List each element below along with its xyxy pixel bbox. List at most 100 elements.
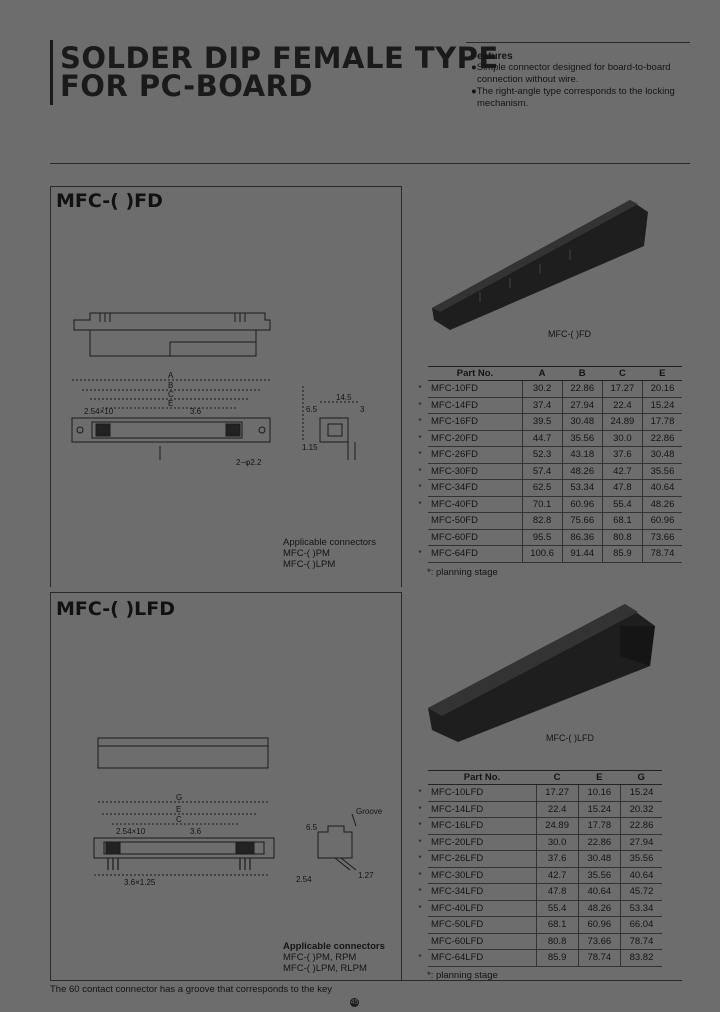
dim-label-groove: Groove	[356, 807, 383, 816]
part-number: MFC-50FD	[428, 512, 522, 530]
features-rule	[466, 42, 690, 43]
dimension-value: 60.96	[577, 916, 621, 934]
planning-star: *	[418, 804, 422, 814]
col-header: Part No.	[428, 770, 536, 785]
dimension-value: 24.89	[601, 413, 643, 431]
part-number: MFC-64FD	[428, 545, 522, 563]
dimension-value: 70.1	[521, 496, 563, 513]
fd-drawing: A B C E 2.54×10 3.6 2−φ2.2 14.5 6.5 3 1.…	[71, 312, 365, 467]
lfd-end-view	[317, 825, 353, 859]
planning-star: *	[418, 953, 422, 963]
fd-side-view-top	[73, 312, 271, 331]
dimension-value: 37.6	[535, 850, 579, 868]
part-number: MFC-50LFD	[428, 916, 536, 934]
planning-star: *	[418, 887, 422, 897]
dimension-value: 47.8	[535, 883, 579, 901]
dimension-value: 37.6	[601, 446, 643, 464]
dimension-value: 35.56	[619, 850, 662, 868]
dimension-value: 42.7	[535, 867, 579, 884]
dimension-value: 85.9	[535, 949, 579, 967]
planning-star	[412, 513, 428, 530]
planning-star: *	[418, 450, 422, 460]
dim-label-115: 1.15	[302, 443, 318, 452]
fd-section-title: MFC-( )FD	[56, 190, 163, 212]
planning-star: *	[418, 788, 422, 798]
dimension-value: 30.48	[577, 850, 621, 868]
col-header: B	[562, 366, 603, 381]
fd-end-view	[319, 417, 349, 443]
dimension-value: 35.56	[561, 430, 603, 447]
dim-label-145: 14.5	[336, 393, 352, 402]
dimension-value: 47.8	[601, 479, 643, 497]
dim-label-36: 3.6	[190, 407, 202, 416]
part-number: MFC-16FD	[428, 413, 522, 431]
dimension-value: 80.8	[601, 529, 643, 546]
fd-applicable-heading: Applicable connectors	[283, 537, 376, 548]
header-divider	[50, 163, 690, 164]
dimension-value: 17.27	[601, 380, 643, 398]
lfd-drawing: G E C 2.54×10 3.6 Groove 6.5 3.6×1.25 2.…	[93, 737, 383, 887]
dimension-value: 68.1	[601, 512, 643, 530]
dimension-value: 15.24	[641, 397, 682, 414]
lfd-applicable-item: MFC-( )PM, RPM	[283, 952, 357, 963]
lfd-applicable-item: MFC-( )LPM, RLPM	[283, 963, 367, 974]
footer-note: The 60 contact connector has a groove th…	[50, 984, 333, 995]
planning-star: *	[418, 384, 422, 394]
dim-label-127: 1.27	[358, 871, 374, 880]
col-header: C	[536, 770, 579, 785]
part-number: MFC-26LFD	[428, 850, 536, 868]
planning-star	[412, 933, 428, 950]
fd-product-image: MFC-( )FD	[432, 200, 648, 339]
part-number: MFC-34FD	[428, 479, 522, 497]
feature-item: ●The right-angle type corresponds to the…	[471, 86, 675, 109]
col-header: C	[602, 366, 643, 381]
dimension-value: 15.24	[577, 801, 621, 818]
part-number: MFC-34LFD	[428, 883, 536, 901]
planning-star	[412, 529, 428, 546]
part-number: MFC-40FD	[428, 496, 522, 513]
dim-label-a: A	[168, 371, 174, 380]
dimension-value: 83.82	[619, 949, 662, 967]
dim-label-e: E	[176, 805, 181, 814]
dimension-value: 10.16	[577, 784, 621, 802]
dim-label-e: E	[168, 399, 173, 408]
dimension-value: 53.34	[561, 479, 603, 497]
dimension-value: 85.9	[601, 545, 643, 563]
title-line-1: SOLDER DIP FEMALE TYPE	[60, 41, 499, 75]
part-number: MFC-60LFD	[428, 933, 536, 950]
dimension-value: 22.86	[561, 380, 603, 398]
col-header: Part No.	[428, 366, 522, 381]
dimension-value: 60.96	[561, 496, 603, 513]
planning-star: *	[418, 466, 422, 476]
fd-frame-top	[50, 186, 402, 187]
lfd-frame-top	[50, 592, 402, 593]
planning-star: *	[418, 837, 422, 847]
dimension-value: 75.66	[561, 512, 603, 530]
col-header: E	[578, 770, 621, 785]
dim-label-hole: 2−φ2.2	[236, 458, 262, 467]
dim-label-c: C	[176, 815, 182, 824]
dimension-value: 39.5	[521, 413, 563, 431]
part-number: MFC-10LFD	[428, 784, 536, 802]
page-title: SOLDER DIP FEMALE TYPE FOR PC-BOARD	[60, 41, 499, 101]
lfd-side-view	[97, 737, 269, 769]
planning-star: *	[418, 854, 422, 864]
dimension-value: 35.56	[577, 867, 621, 884]
dimension-value: 22.86	[641, 430, 682, 447]
dimension-value: 27.94	[619, 834, 662, 851]
dim-label-3: 3	[360, 405, 365, 414]
dimension-value: 73.66	[641, 529, 682, 546]
dimension-value: 30.48	[641, 446, 682, 464]
dimension-value: 45.72	[619, 883, 662, 901]
